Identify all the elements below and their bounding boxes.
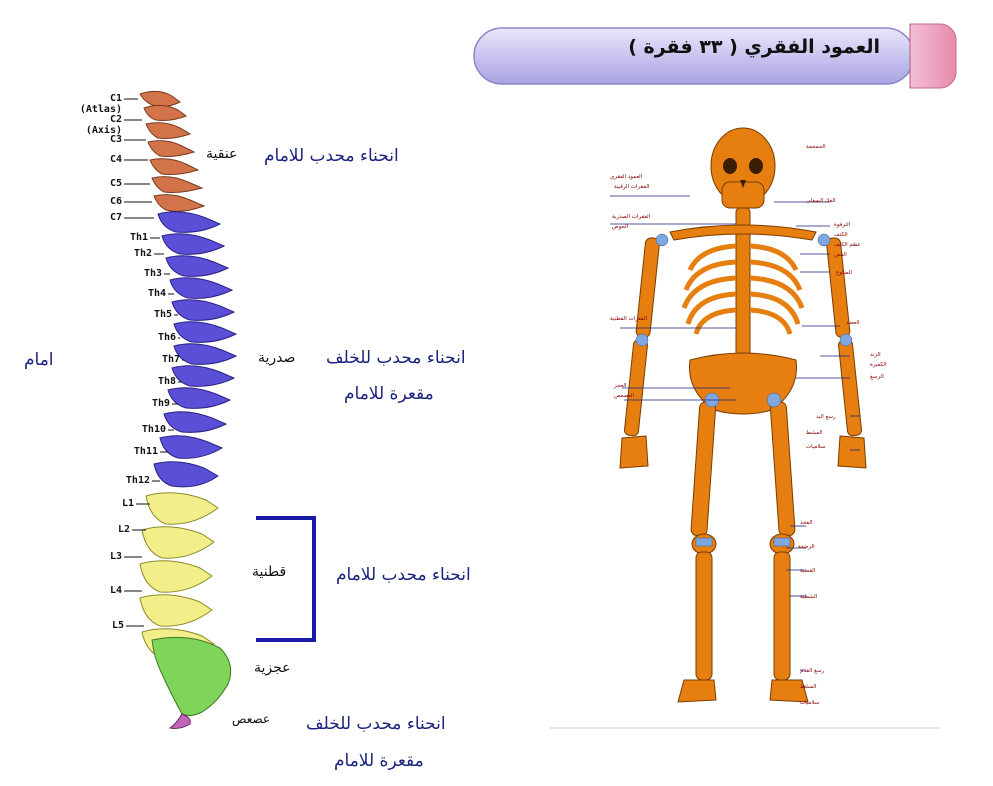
vertebra-label-c1: C1 (Atlas) [79,93,122,115]
spine-diagram [139,90,238,729]
skeleton-label-right-19: المشط [800,684,817,690]
skeleton-label-right-16: القصبة [800,568,816,574]
right-tibia [773,551,791,681]
skeleton-label-right-17: الشظية [800,594,818,600]
skeleton-label-right-20: سلاميات [800,700,820,706]
vertebra-label-c7: C7 [109,212,122,223]
left-hand [619,435,649,469]
vertebra-label-th8: Th8 [157,376,176,387]
skeleton-label-left-4: الفقرات القطنية [610,316,648,322]
vertebra-label-c5: C5 [109,178,122,189]
skeleton-label-right-13: الحوض [612,224,629,230]
sacrum [151,636,232,717]
rib-cage [681,243,805,335]
skeleton-label-right-3: عظم الكتف [834,242,861,248]
skeleton-label-right-12: سلاميات [806,444,826,450]
vertebra-label-th7: Th7 [161,354,180,365]
front-label: امام [24,350,54,370]
skeleton-label-right-5: الضلوع [836,270,852,276]
skeleton-label-right-2: الكتف [834,232,848,238]
skeleton-label-left-5: العجز [614,383,627,389]
thoracic-vertebrae [153,211,238,488]
curve-label-lumbar: انحناء محدب للامام [336,565,471,585]
region-label-cervical: عنقية [206,146,238,162]
vertebra-label-th9: Th9 [151,398,170,409]
vertebra-leader-lines [124,98,184,627]
region-label-coccygeal: عصعص [232,712,271,726]
left-foot [677,679,717,703]
skeleton-label-right-0: الفك السفلي [806,198,836,204]
curve-label-sacral-2: مقعرة للامام [334,751,424,771]
skeleton-label-right-6: العضد [846,320,860,326]
skeleton-label-left-3: الفقرات الصدرية [612,214,651,220]
region-label-sacral: عجزية [254,660,291,676]
right-foot [769,679,809,703]
left-tibia [695,551,713,681]
curve-label-cervical: انحناء محدب للامام [264,146,399,166]
skeleton-label-right-1: الترقوة [834,222,851,228]
skeleton-label-right-14: الفخذ [800,520,813,526]
vertebra-label-c6: C6 [109,196,122,207]
coccyx [168,713,191,729]
vertebra-label-th11: Th11 [133,446,158,457]
vertebra-label-th1: Th1 [129,232,148,243]
region-label-thoracic: صدرية [258,350,296,366]
clavicles [669,224,817,241]
skeleton-label-left-2: الفقرات الرقبية [614,184,650,190]
curve-label-thoracic-1: انحناء محدب للخلف [326,348,466,368]
curve-label-thoracic-2: مقعرة للامام [344,384,434,404]
skeleton-label-right-18: رسغ القدم [800,668,825,674]
skeleton-label-right-11: المشط [806,430,823,436]
skeleton-label-right-10: رسغ اليد [816,414,836,420]
vertebra-label-th4: Th4 [147,288,166,299]
banner-title: العمود الفقري ( ٣٣ فقرة ) [628,36,880,58]
right-hand [837,435,867,469]
vertebra-label-c3: C3 [109,134,122,145]
skeleton-label-right-15: الرضفة [798,544,815,550]
cervical-vertebrae [139,90,206,212]
vertebra-label-l1: L1 [121,498,134,509]
skeleton-label-left-6: العصعص [614,393,635,399]
skeleton-label-right-8: الكعبرة [870,362,887,368]
vertebra-label-c4: C4 [109,154,122,165]
vertebra-label-l4: L4 [109,585,122,596]
region-label-lumbar: قطنية [252,564,287,580]
vertebra-label-l2: L2 [117,524,130,535]
vertebra-label-th10: Th10 [141,424,166,435]
skeleton-label-right-9: الرسغ [870,374,884,380]
skeleton-label-right-7: الزند [870,352,881,358]
vertebra-label-l3: L3 [109,551,122,562]
vertebra-label-c2: C2 (Axis) [85,114,122,136]
vertebra-label-th12: Th12 [125,475,150,486]
skeleton-diagram [550,120,940,732]
vertebra-label-th5: Th5 [153,309,172,320]
vertebra-label-th3: Th3 [143,268,162,279]
skeleton-label-left-0: الجمجمة [806,144,826,150]
skeleton-label-right-4: القص [834,252,847,258]
vertebra-label-l5: L5 [111,620,124,631]
skeleton-label-left-1: العمود الفقري [610,174,643,180]
vertebra-label-th6: Th6 [157,332,176,343]
title-banner [473,23,957,89]
lumbar-bracket [256,516,316,642]
curve-label-sacral-1: انحناء محدب للخلف [306,714,446,734]
vertebra-label-th2: Th2 [133,248,152,259]
